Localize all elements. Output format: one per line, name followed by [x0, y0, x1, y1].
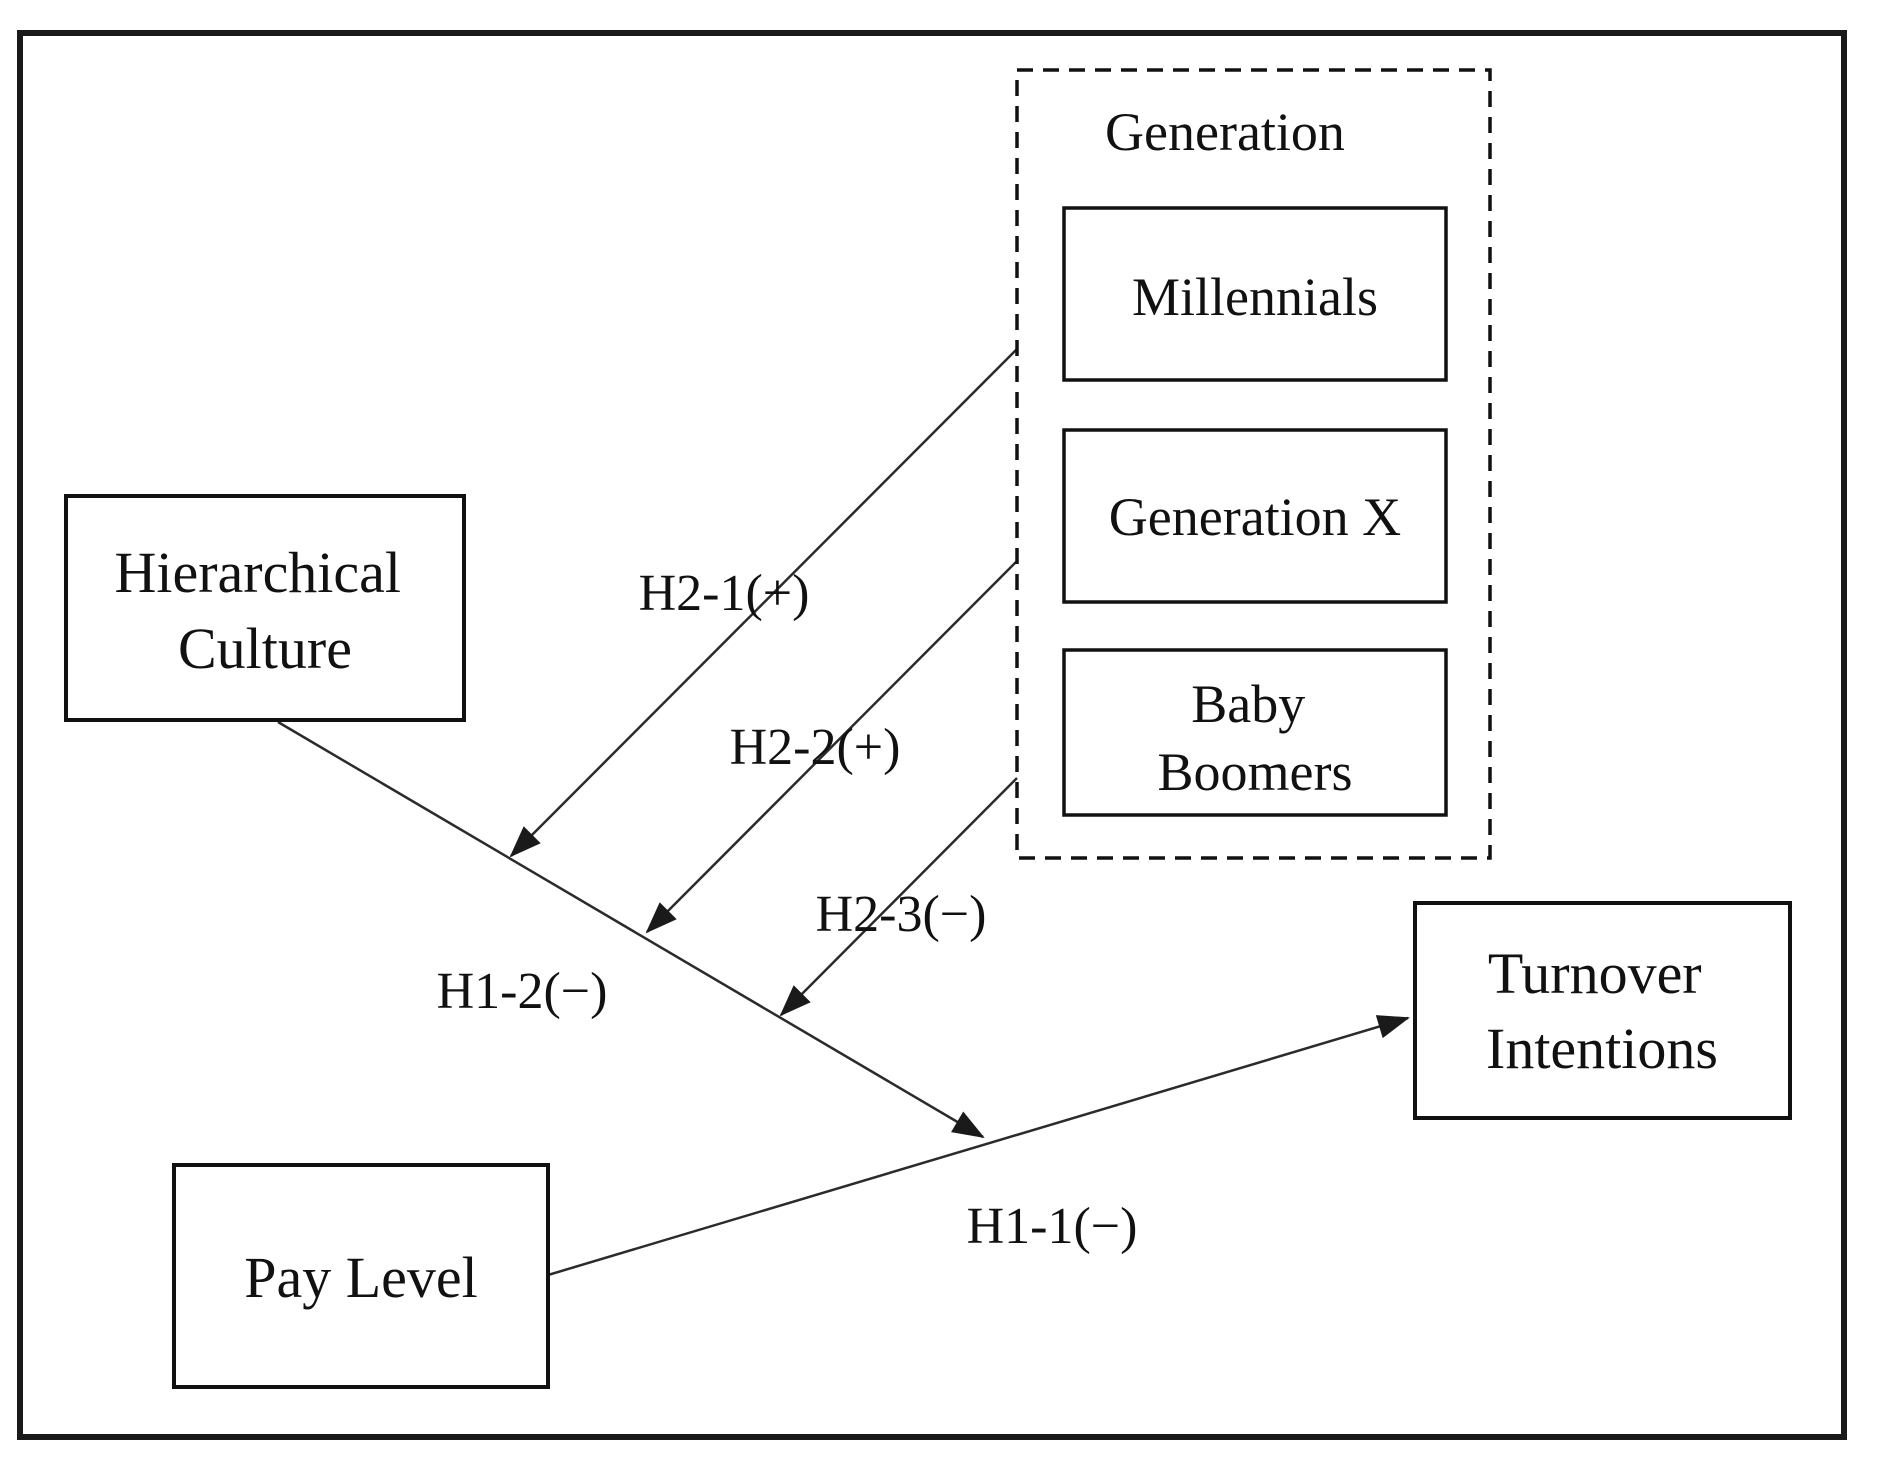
edge-baby-boomers-moderation-arrow	[779, 777, 1018, 1017]
node-turnover-intentions-label-line2: Intentions	[1486, 1016, 1718, 1081]
edge-millennials-moderation-arrow	[509, 347, 1019, 858]
edge-label-h1-1: H1-1(−)	[967, 1198, 1138, 1255]
node-generation-x-box	[1062, 428, 1448, 604]
edge-label-h1-2: H1-2(−)	[437, 963, 608, 1020]
edge-hierarchical-culture-arrow	[277, 720, 985, 1139]
node-millennials-box	[1062, 206, 1448, 382]
figure-border	[17, 30, 1847, 1440]
node-pay-level-box	[172, 1163, 550, 1389]
node-millennials-label: Millennials	[1132, 267, 1378, 327]
edge-label-h2-3: H2-3(−)	[816, 886, 987, 943]
node-pay-level-label: Pay Level	[244, 1245, 478, 1310]
generation-group-box	[1015, 68, 1492, 860]
node-turnover-intentions-box	[1413, 901, 1792, 1120]
edge-generation-x-moderation-arrow	[645, 559, 1019, 934]
node-hierarchical-culture-box	[64, 494, 466, 722]
edge-pay-level-to-turnover-arrow	[547, 1015, 1410, 1277]
node-hierarchical-culture-label-line2: Culture	[178, 616, 352, 681]
node-turnover-intentions-label: Turnover Intentions	[1486, 941, 1718, 1081]
edge-label-h2-1: H2-1(+)	[639, 565, 810, 622]
node-baby-boomers-label-line2: Boomers	[1158, 742, 1353, 802]
node-turnover-intentions-label-line1: Turnover	[1488, 941, 1702, 1006]
edge-label-h2-2: H2-2(+)	[730, 719, 901, 776]
node-baby-boomers-label: Baby Boomers	[1158, 674, 1353, 802]
node-baby-boomers-label-line1: Baby	[1191, 674, 1305, 734]
node-hierarchical-culture-label-line1: Hierarchical	[114, 540, 401, 605]
generation-group-label: Generation	[1105, 102, 1345, 162]
node-hierarchical-culture-label: Hierarchical Culture	[114, 540, 415, 681]
node-baby-boomers-box	[1062, 648, 1448, 817]
node-generation-x-label: Generation X	[1109, 487, 1401, 547]
